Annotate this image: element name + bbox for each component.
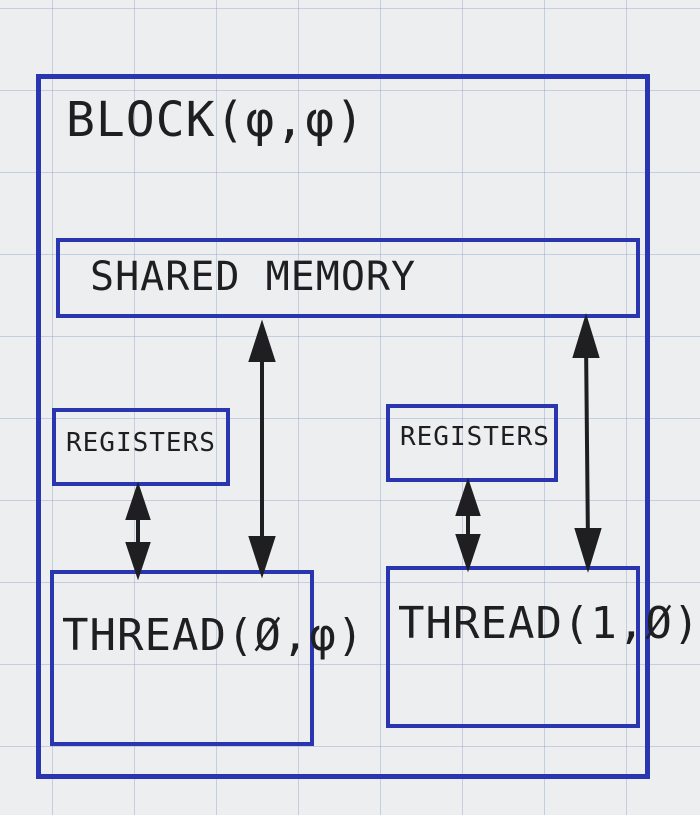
thread-left-box bbox=[50, 570, 314, 746]
registers-left-label: REGISTERS bbox=[66, 428, 216, 458]
block-box bbox=[36, 74, 650, 779]
registers-right-label: REGISTERS bbox=[400, 422, 550, 452]
thread-left-label: THREAD(Ø,φ) bbox=[62, 610, 365, 661]
shared-memory-label: SHARED MEMORY bbox=[90, 254, 417, 300]
thread-right-label: THREAD(1,Ø) bbox=[398, 598, 700, 649]
thread-right-box bbox=[386, 566, 640, 728]
shared-memory-box bbox=[56, 238, 640, 318]
block-label: BLOCK(φ,φ) bbox=[66, 92, 365, 148]
